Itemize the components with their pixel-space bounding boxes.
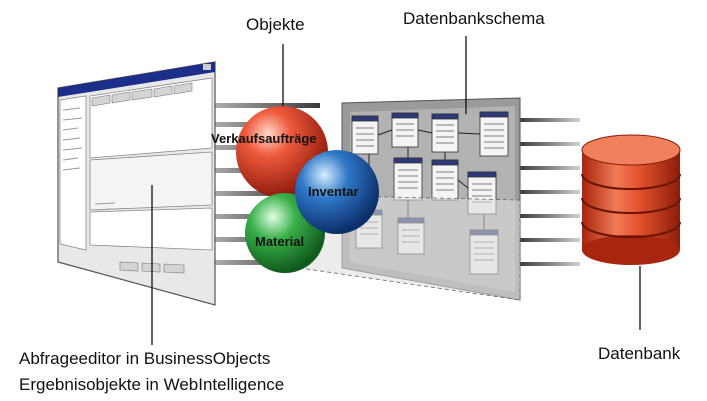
database-title: Datenbank (598, 344, 681, 363)
table-icon (431, 113, 459, 153)
table-icon (393, 157, 423, 201)
table-icon (479, 111, 509, 157)
inventory-ball (295, 150, 379, 234)
editor-caption-line2: Ergebnisobjekte in WebIntelligence (19, 375, 285, 394)
sales-orders-label: Verkaufsaufträge (211, 131, 317, 146)
objects-title: Objekte (246, 15, 305, 34)
beam-lines-right (520, 118, 580, 266)
database-cylinder-icon (581, 134, 681, 265)
inventory-label: Inventar (308, 184, 359, 199)
table-icon (431, 159, 459, 201)
query-editor-window-icon (57, 61, 216, 306)
material-label: Material (255, 234, 305, 249)
table-icon (351, 115, 379, 155)
editor-caption-line1: Abfrageeditor in BusinessObjects (19, 349, 271, 368)
schema-title: Datenbankschema (403, 9, 545, 28)
